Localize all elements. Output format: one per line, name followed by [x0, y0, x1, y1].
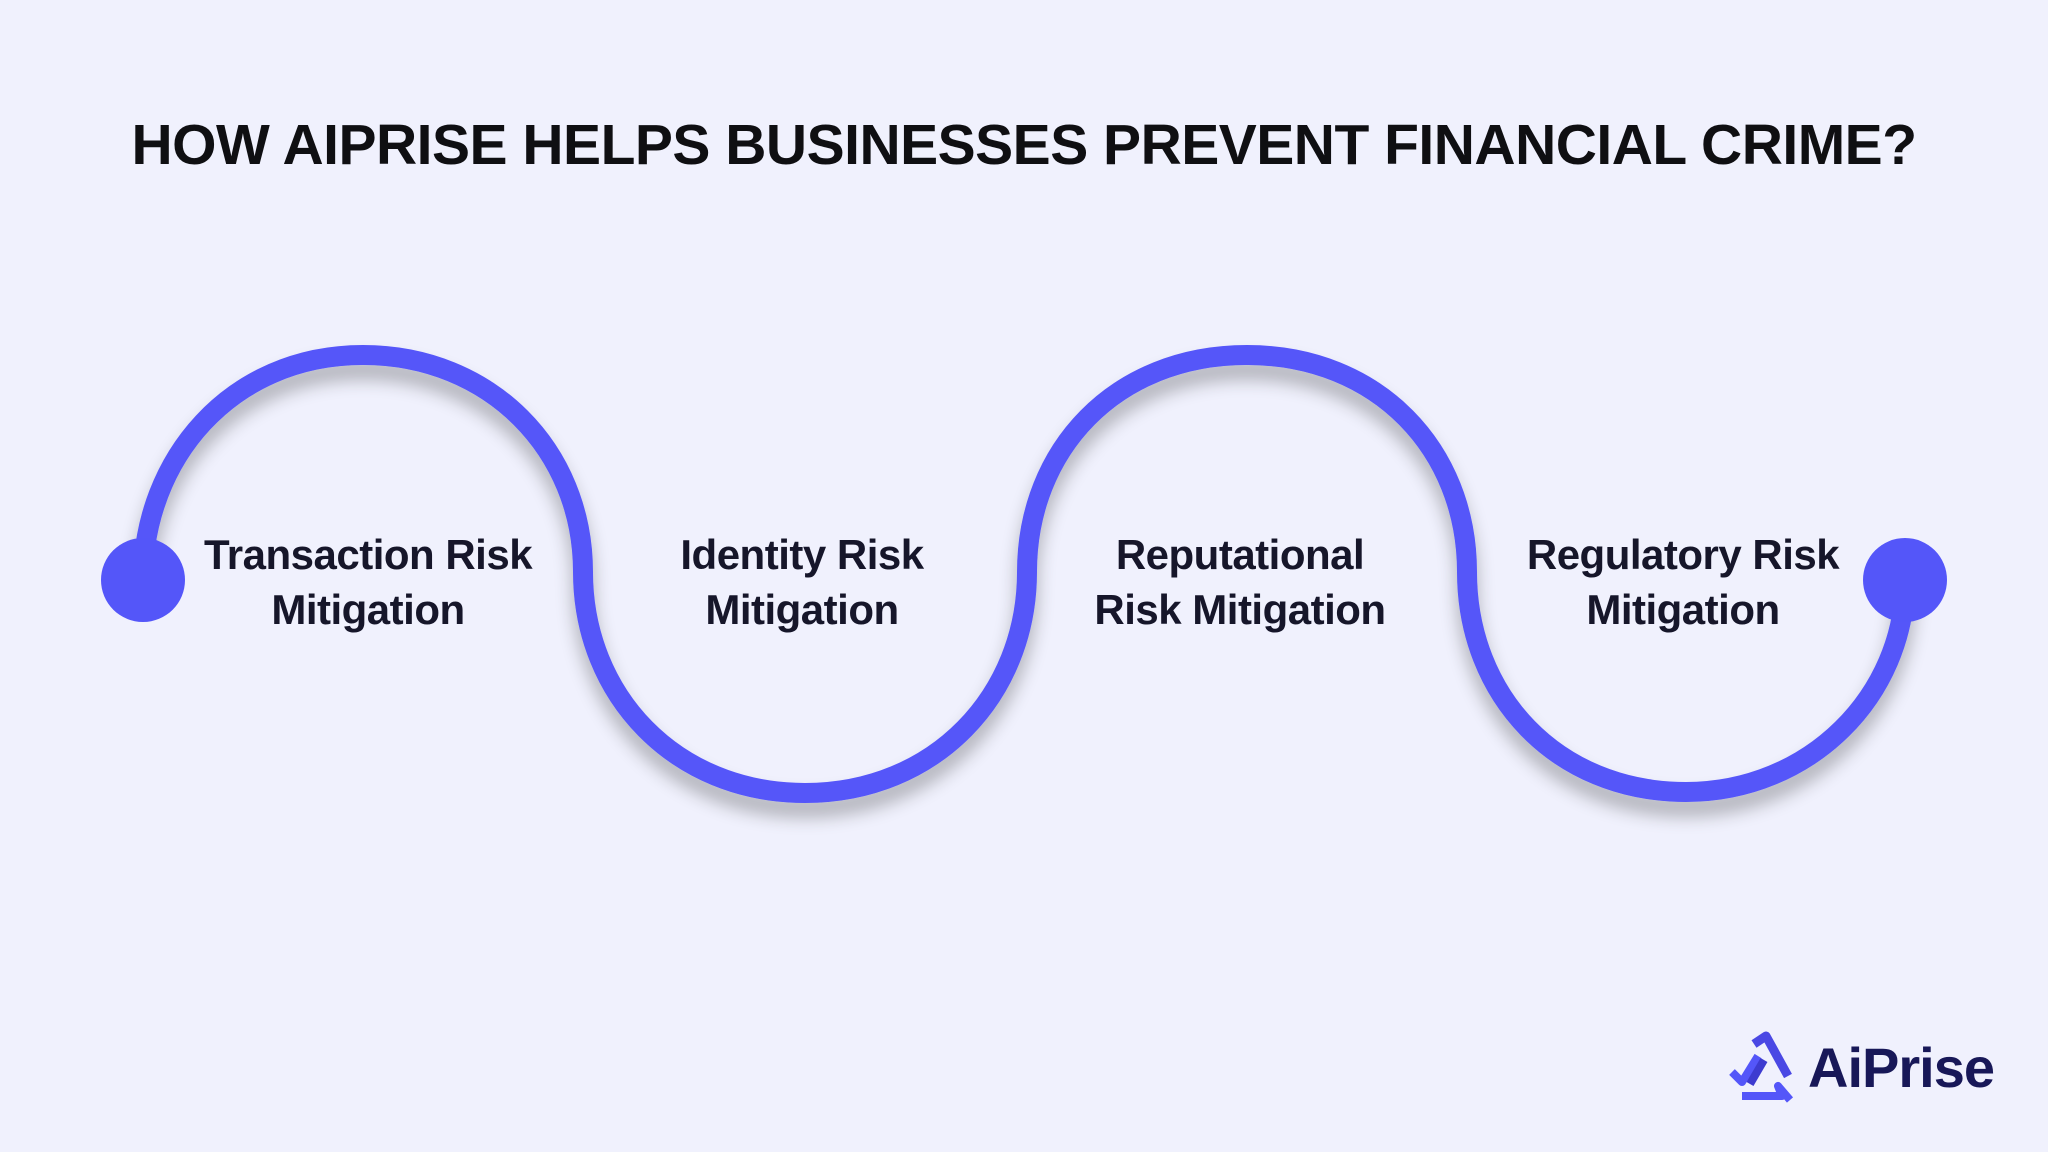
- step-label-line2: Mitigation: [1586, 586, 1780, 633]
- step-label-line1: Transaction Risk: [203, 531, 533, 578]
- step-regulatory-risk: Regulatory Risk Mitigation: [1493, 527, 1873, 637]
- logo-wordmark: AiPrise: [1808, 1035, 1995, 1099]
- step-label-line1: Identity Risk: [680, 531, 924, 578]
- step-transaction-risk: Transaction Risk Mitigation: [178, 527, 558, 637]
- step-label-line1: Regulatory Risk: [1526, 531, 1840, 578]
- brand-logo: AiPrise: [1728, 1030, 1995, 1104]
- page-title: HOW AIPRISE HELPS BUSINESSES PREVENT FIN…: [131, 113, 1917, 177]
- step-label-line2: Mitigation: [705, 586, 899, 633]
- step-label-line2: Risk Mitigation: [1094, 586, 1386, 633]
- aiprise-logo-icon: [1729, 1031, 1794, 1103]
- step-label-line1: Reputational: [1115, 531, 1365, 578]
- start-node: [101, 538, 185, 622]
- step-label-line2: Mitigation: [271, 586, 465, 633]
- end-node: [1863, 538, 1947, 622]
- step-reputational-risk: Reputational Risk Mitigation: [1050, 527, 1430, 637]
- step-identity-risk: Identity Risk Mitigation: [612, 527, 992, 637]
- wave-connector: [133, 344, 1915, 804]
